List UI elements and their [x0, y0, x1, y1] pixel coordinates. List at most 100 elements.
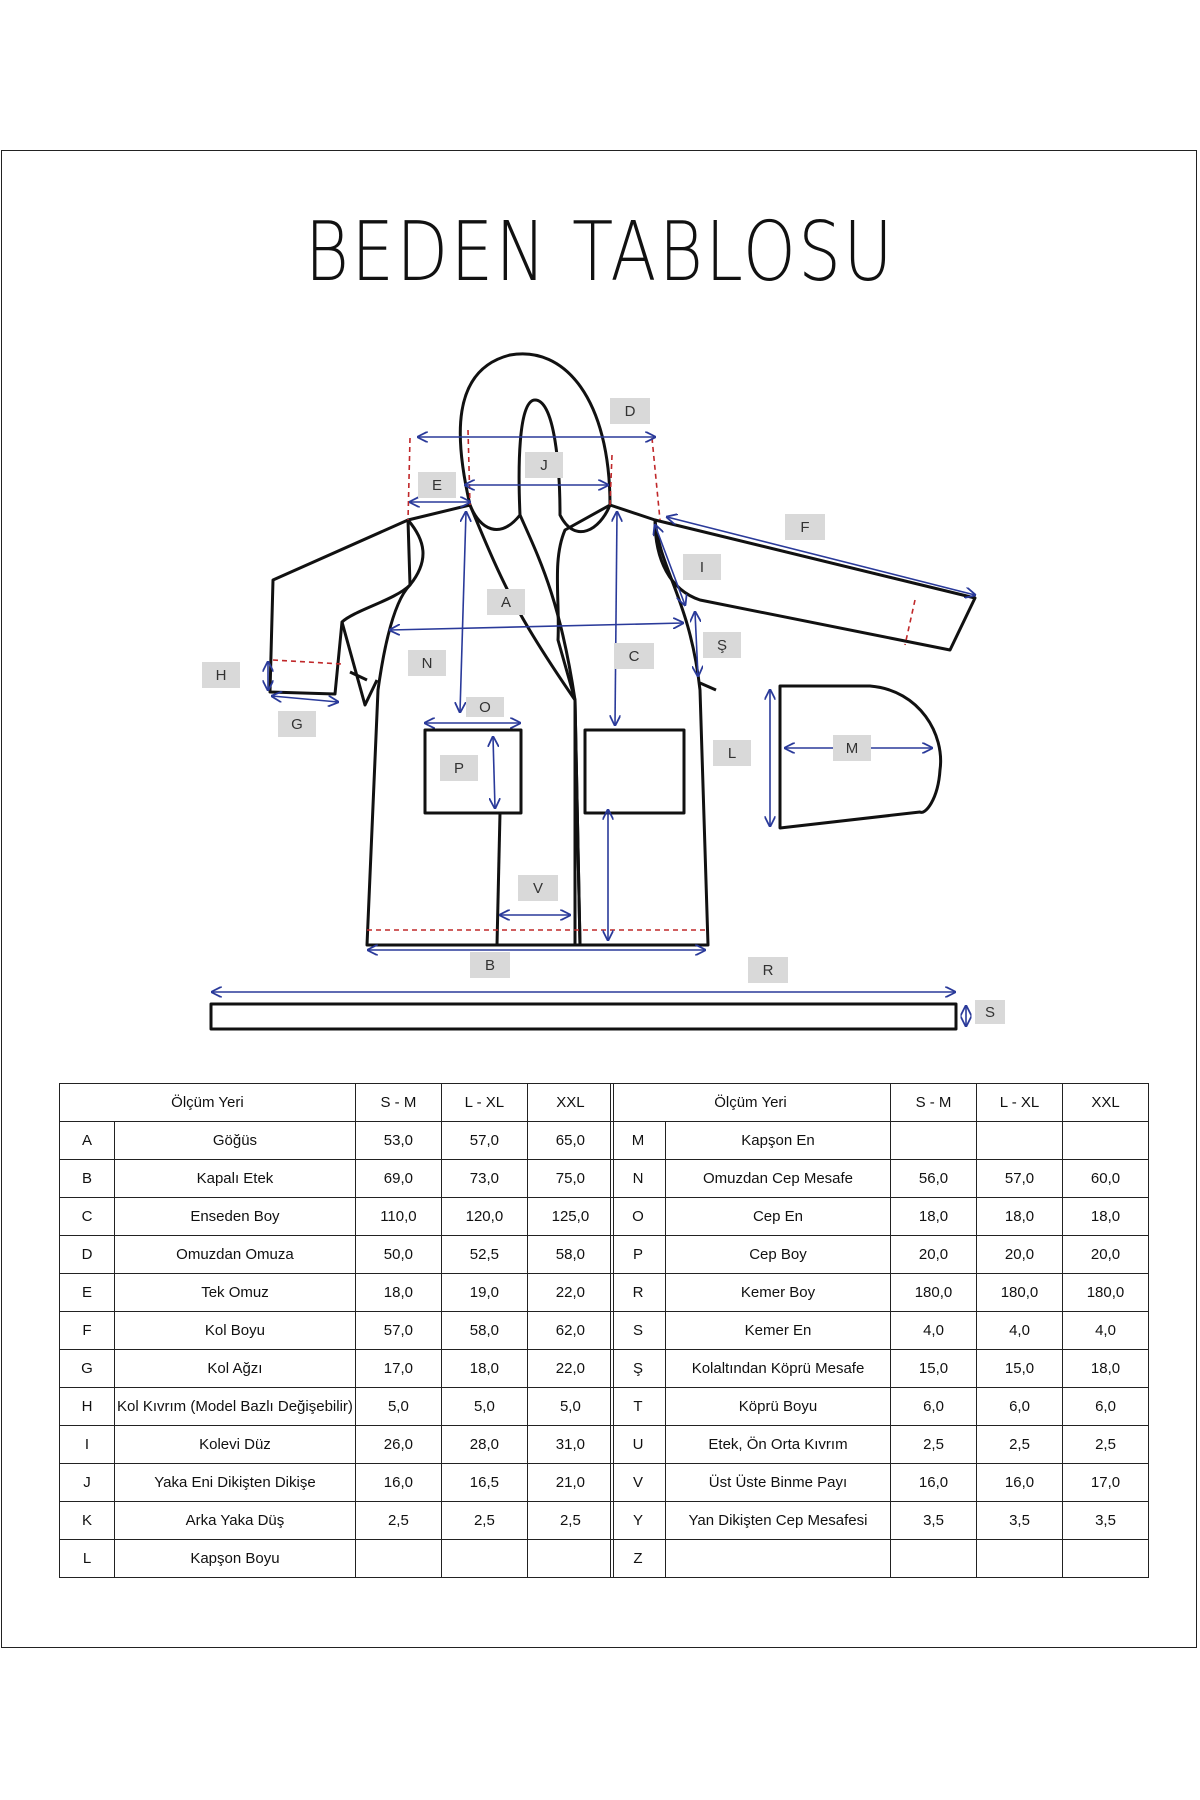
cell-s-m: 6,0 — [890, 1387, 977, 1426]
cell-name: Cep En — [665, 1197, 891, 1236]
cell-s-m: 16,0 — [890, 1463, 977, 1502]
cell-s-m: 57,0 — [354, 1311, 442, 1350]
tag-a: A — [487, 589, 525, 615]
cell-l-xl — [976, 1121, 1063, 1160]
svg-text:R: R — [763, 962, 774, 979]
tag-r: R — [748, 957, 788, 983]
cell-xxl: 75,0 — [526, 1159, 614, 1198]
cell-code: U — [610, 1425, 666, 1464]
tag-h: H — [202, 662, 240, 688]
tag-sh: Ş — [703, 632, 741, 658]
cell-l-xl: 28,0 — [440, 1425, 528, 1464]
cell-name: Kapalı Etek — [114, 1159, 356, 1198]
cell-l-xl: 20,0 — [976, 1235, 1063, 1274]
cell-l-xl: 6,0 — [976, 1387, 1063, 1426]
cell-l-xl: 180,0 — [976, 1273, 1063, 1312]
cell-l-xl: 15,0 — [976, 1349, 1063, 1388]
cell-l-xl — [440, 1539, 528, 1578]
svg-text:B: B — [485, 957, 495, 974]
svg-text:E: E — [432, 477, 442, 494]
cell-xxl: 22,0 — [526, 1349, 614, 1388]
header-l-xl: L - XL — [440, 1083, 528, 1122]
cell-name: Kapşon En — [665, 1121, 891, 1160]
cell-l-xl: 52,5 — [440, 1235, 528, 1274]
cell-name: Kapşon Boyu — [114, 1539, 356, 1578]
cell-l-xl: 3,5 — [976, 1501, 1063, 1540]
cell-xxl — [1062, 1539, 1149, 1578]
svg-text:H: H — [216, 667, 227, 684]
cell-l-xl: 18,0 — [976, 1197, 1063, 1236]
cell-code: I — [59, 1425, 115, 1464]
svg-text:V: V — [533, 880, 543, 897]
cell-xxl: 62,0 — [526, 1311, 614, 1350]
cell-name: Köprü Boyu — [665, 1387, 891, 1426]
svg-text:L: L — [728, 745, 736, 762]
cell-name: Kolaltından Köprü Mesafe — [665, 1349, 891, 1388]
coat-outline — [209, 352, 977, 1031]
measure-lines — [212, 437, 975, 1026]
cell-xxl: 21,0 — [526, 1463, 614, 1502]
cell-name — [665, 1539, 891, 1578]
garment-diagram: D J E F I A Ş C N H G O P L M V B R S — [202, 352, 1005, 1031]
cell-xxl: 125,0 — [526, 1197, 614, 1236]
cell-s-m: 18,0 — [354, 1273, 442, 1312]
tag-g: G — [278, 711, 316, 737]
header-s-m: S - M — [354, 1083, 442, 1122]
cell-code: D — [59, 1235, 115, 1274]
tag-d: D — [610, 398, 650, 424]
cell-name: Kolevi Düz — [114, 1425, 356, 1464]
cell-code: P — [610, 1235, 666, 1274]
cell-name: Kol Ağzı — [114, 1349, 356, 1388]
cell-xxl: 3,5 — [1062, 1501, 1149, 1540]
cell-code: J — [59, 1463, 115, 1502]
svg-text:G: G — [291, 716, 303, 733]
header-l-xl: L - XL — [976, 1083, 1063, 1122]
cell-s-m — [890, 1121, 977, 1160]
page-title: BEDEN TABLOSU — [304, 205, 896, 300]
cell-l-xl: 16,0 — [976, 1463, 1063, 1502]
cell-xxl: 60,0 — [1062, 1159, 1149, 1198]
cell-l-xl: 57,0 — [440, 1121, 528, 1160]
svg-text:J: J — [540, 457, 548, 474]
cell-name: Kol Boyu — [114, 1311, 356, 1350]
cell-s-m: 56,0 — [890, 1159, 977, 1198]
cell-code: Z — [610, 1539, 666, 1578]
tag-j: J — [525, 452, 563, 478]
cell-s-m: 110,0 — [354, 1197, 442, 1236]
tag-v: V — [518, 875, 558, 901]
cell-code: B — [59, 1159, 115, 1198]
cell-xxl: 17,0 — [1062, 1463, 1149, 1502]
cell-code: V — [610, 1463, 666, 1502]
cell-name: Omuzdan Cep Mesafe — [665, 1159, 891, 1198]
cell-xxl: 18,0 — [1062, 1349, 1149, 1388]
cell-l-xl: 19,0 — [440, 1273, 528, 1312]
cell-s-m: 69,0 — [354, 1159, 442, 1198]
cell-s-m: 5,0 — [354, 1387, 442, 1426]
cell-l-xl: 2,5 — [440, 1501, 528, 1540]
cell-s-m: 53,0 — [354, 1121, 442, 1160]
cell-name: Etek, Ön Orta Kıvrım — [665, 1425, 891, 1464]
tag-l: L — [713, 740, 751, 766]
cell-code: E — [59, 1273, 115, 1312]
cell-xxl: 180,0 — [1062, 1273, 1149, 1312]
cell-code: M — [610, 1121, 666, 1160]
cell-l-xl: 5,0 — [440, 1387, 528, 1426]
cell-s-m — [354, 1539, 442, 1578]
header-s-m: S - M — [890, 1083, 977, 1122]
cell-xxl: 22,0 — [526, 1273, 614, 1312]
cell-name: Üst Üste Binme Payı — [665, 1463, 891, 1502]
cell-xxl — [1062, 1121, 1149, 1160]
